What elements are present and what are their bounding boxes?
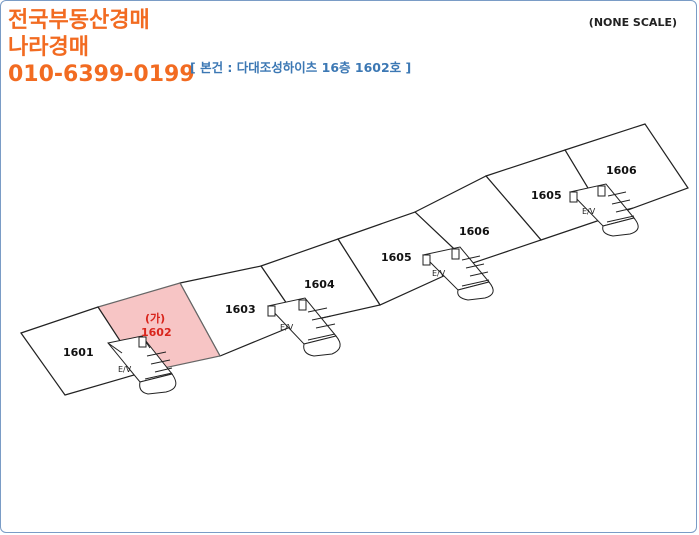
ev-label-1: E/V: [118, 365, 132, 374]
unit-label-1603: 1603: [225, 303, 256, 316]
ev-label-3: E/V: [432, 269, 446, 278]
unit-label-1601: 1601: [63, 346, 94, 359]
elevator-core-4: E/V: [569, 183, 639, 237]
unit-label-1605-right: 1605: [531, 189, 562, 202]
elevator-core-3: E/V: [421, 246, 494, 301]
unit-label-1606-right: 1606: [606, 164, 637, 177]
subject-property: [ 본건 : 다대조성하이츠 16층 1602호 ]: [190, 60, 412, 75]
unit-label-1602: 1602: [141, 326, 172, 339]
unit-tag-1602: (가): [145, 311, 165, 325]
ev-label-4: E/V: [582, 207, 596, 216]
brand-phone: 010-6399-0199: [8, 62, 195, 87]
ev-label-2: E/V: [280, 323, 294, 332]
unit-label-1606-mid: 1606: [459, 225, 490, 238]
scale-note: (NONE SCALE): [588, 16, 677, 29]
brand-subname: 나라경매: [8, 35, 89, 60]
unit-label-1605-mid: 1605: [381, 251, 412, 264]
brand-name: 전국부동산경매: [8, 8, 150, 33]
elevator-core-1: E/V: [107, 335, 177, 395]
unit-label-1604: 1604: [304, 278, 335, 291]
elevator-core-2: E/V: [267, 297, 341, 357]
